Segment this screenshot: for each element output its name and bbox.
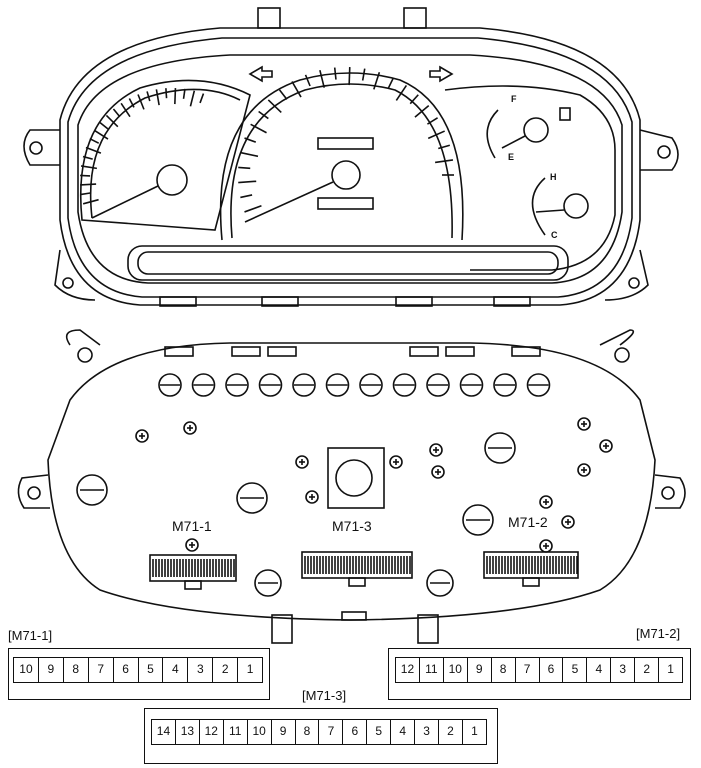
- connector-title-m71-2: [M71-2]: [636, 626, 681, 641]
- pin-m71-2-3: 3: [611, 658, 636, 682]
- tachometer-gauge: [79, 79, 251, 231]
- pin-m71-3-4: 4: [391, 720, 416, 744]
- pin-m71-3-9: 9: [272, 720, 296, 744]
- pin-m71-3-5: 5: [367, 720, 392, 744]
- fuel-gauge: [486, 107, 571, 159]
- cluster-rear-view: [17, 329, 686, 644]
- connector-title-m71-1: [M71-1]: [8, 628, 53, 643]
- pin-m71-1-8: 8: [64, 658, 89, 682]
- pin-m71-2-11: 11: [420, 658, 444, 682]
- pin-m71-1-2: 2: [213, 658, 239, 682]
- pin-m71-3-6: 6: [343, 720, 368, 744]
- pin-m71-2-6: 6: [540, 658, 564, 682]
- pin-m71-3-7: 7: [319, 720, 344, 744]
- pin-m71-2-1: 1: [667, 662, 674, 676]
- temperature-gauge: [531, 177, 589, 236]
- pin-m71-2-12: 12: [396, 658, 420, 682]
- pin-m71-3-2: 2: [439, 720, 463, 744]
- pin-m71-1-5: 5: [139, 658, 164, 682]
- pin-m71-1-1: 1: [246, 662, 254, 676]
- pin-m71-2-2: 2: [635, 658, 660, 682]
- pin-m71-1-3: 3: [188, 658, 214, 682]
- pin-m71-3-11: 11: [224, 720, 248, 744]
- board-label-m71-2: M71-2: [508, 514, 548, 530]
- speedometer-gauge: [219, 67, 464, 241]
- pin-m71-3-12: 12: [200, 720, 224, 744]
- fuel-empty-mark: E: [508, 152, 515, 162]
- pin-m71-1-7: 7: [89, 658, 114, 682]
- pin-m71-1-10: 10: [14, 658, 39, 682]
- pin-m71-2-7: 7: [516, 658, 540, 682]
- pin-m71-3-3: 3: [415, 720, 440, 744]
- connector-title-m71-3: [M71-3]: [302, 688, 347, 703]
- pin-m71-2-10: 10: [444, 658, 468, 682]
- pin-m71-1-9: 9: [39, 658, 64, 682]
- fuel-full-mark: F: [511, 94, 517, 104]
- pin-m71-2-9: 9: [468, 658, 492, 682]
- pin-m71-1-6: 6: [114, 658, 139, 682]
- pin-m71-1-4: 4: [163, 658, 189, 682]
- cluster-front-view: [23, 7, 679, 307]
- pin-m71-3-10: 10: [248, 720, 272, 744]
- temp-hot-mark: H: [550, 172, 557, 182]
- pin-m71-2-8: 8: [492, 658, 516, 682]
- pin-m71-2-5: 5: [563, 658, 588, 682]
- pin-m71-2-4: 4: [587, 658, 612, 682]
- board-label-m71-1: M71-1: [172, 518, 212, 534]
- pin-m71-3-8: 8: [296, 720, 320, 744]
- pin-m71-3-13: 13: [176, 720, 200, 744]
- pin-m71-3-14: 14: [152, 720, 176, 744]
- pin-m71-3-1: 1: [471, 724, 478, 738]
- temp-cold-mark: C: [551, 230, 558, 240]
- board-label-m71-3: M71-3: [332, 518, 372, 534]
